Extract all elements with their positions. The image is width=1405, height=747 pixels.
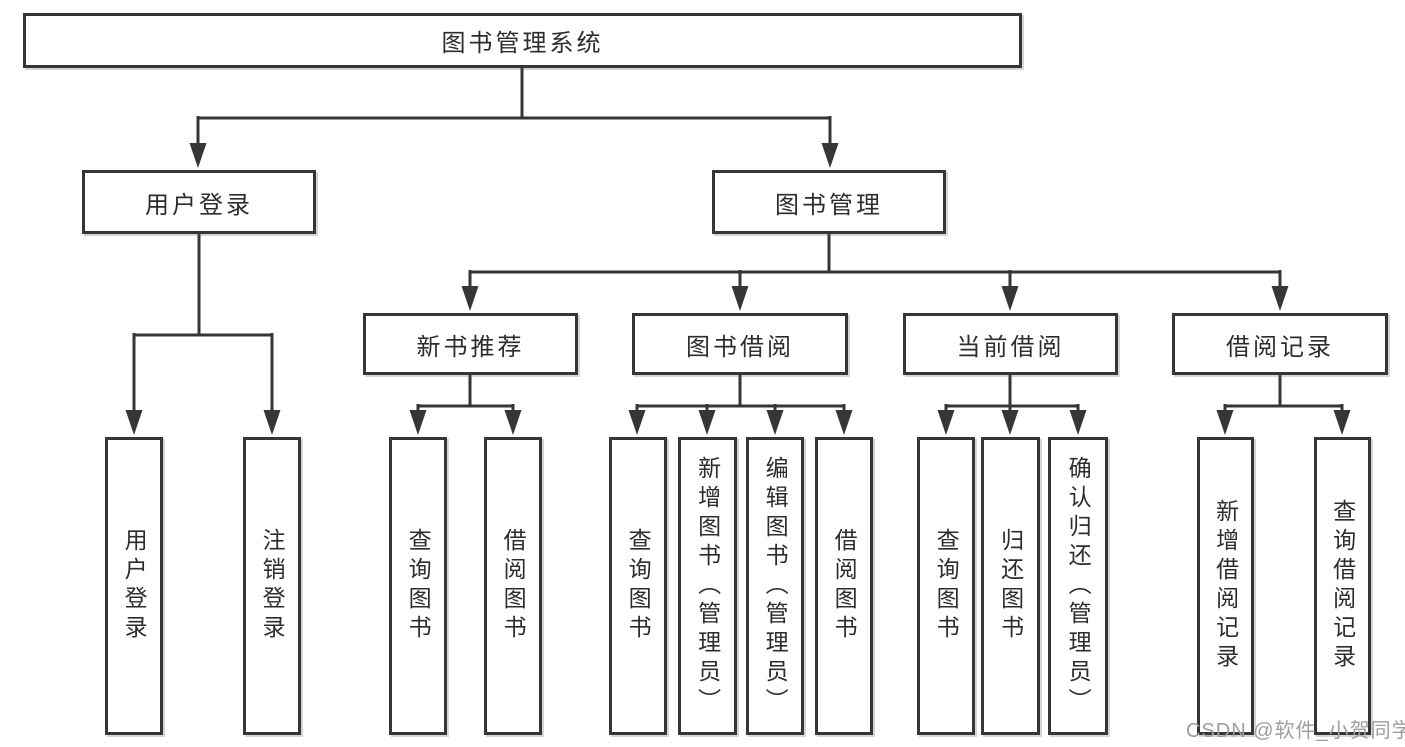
leaf-borrow-edit-book-admin: 编辑图书（管理员）: [746, 437, 804, 735]
leaf-newrec-borrow-books: 借阅图书: [484, 437, 542, 735]
node-root-label: 图书管理系统: [441, 30, 604, 57]
leaf-borrow-query-books: 查询图书: [609, 437, 667, 735]
node-book-borrow-label: 图书借阅: [686, 333, 794, 361]
node-user-login: 用户登录: [82, 170, 316, 234]
node-current-borrow: 当前借阅: [903, 313, 1118, 375]
node-book-management-label: 图书管理: [775, 191, 883, 219]
leaf-records-query-record-label: 查询借阅记录: [1329, 499, 1356, 673]
leaf-borrow-borrow-books-label: 借阅图书: [831, 528, 858, 644]
leaf-current-return-books: 归还图书: [981, 437, 1040, 735]
node-new-book-recommend: 新书推荐: [363, 313, 578, 375]
node-new-book-recommend-label: 新书推荐: [416, 333, 525, 361]
leaf-newrec-query-books-label: 查询图书: [405, 528, 432, 644]
leaf-user-login: 用户登录: [105, 437, 163, 735]
leaf-current-query-books-label: 查询图书: [933, 528, 960, 644]
leaf-logout: 注销登录: [243, 437, 301, 735]
watermark: CSDN @软件_小贺同学: [1186, 720, 1405, 742]
leaf-records-add-record: 新增借阅记录: [1197, 437, 1254, 735]
node-borrow-records-label: 借阅记录: [1226, 333, 1334, 361]
leaf-current-confirm-return-admin: 确认归还（管理员）: [1048, 437, 1108, 735]
node-root: 图书管理系统: [23, 13, 1022, 68]
leaf-user-login-label: 用户登录: [121, 528, 148, 644]
node-current-borrow-label: 当前借阅: [956, 333, 1065, 361]
node-borrow-records: 借阅记录: [1172, 313, 1388, 375]
leaf-borrow-query-books-label: 查询图书: [625, 528, 652, 644]
leaf-current-confirm-return-admin-label: 确认归还（管理员）: [1065, 455, 1092, 717]
leaf-borrow-borrow-books: 借阅图书: [815, 437, 873, 735]
node-book-management: 图书管理: [712, 170, 946, 234]
leaf-newrec-borrow-books-label: 借阅图书: [500, 528, 527, 644]
leaf-borrow-edit-book-admin-label: 编辑图书（管理员）: [762, 455, 789, 717]
leaf-borrow-add-book-admin-label: 新增图书（管理员）: [694, 455, 721, 717]
leaf-current-query-books: 查询图书: [917, 437, 975, 735]
leaf-records-query-record: 查询借阅记录: [1314, 437, 1371, 735]
node-user-login-label: 用户登录: [145, 191, 253, 219]
arrow-down-icons: [125, 143, 1351, 435]
node-book-borrow: 图书借阅: [632, 313, 848, 375]
leaf-logout-label: 注销登录: [259, 528, 286, 644]
leaf-records-add-record-label: 新增借阅记录: [1212, 499, 1239, 673]
leaf-newrec-query-books: 查询图书: [389, 437, 447, 735]
leaf-borrow-add-book-admin: 新增图书（管理员）: [678, 437, 737, 735]
leaf-current-return-books-label: 归还图书: [997, 528, 1024, 644]
